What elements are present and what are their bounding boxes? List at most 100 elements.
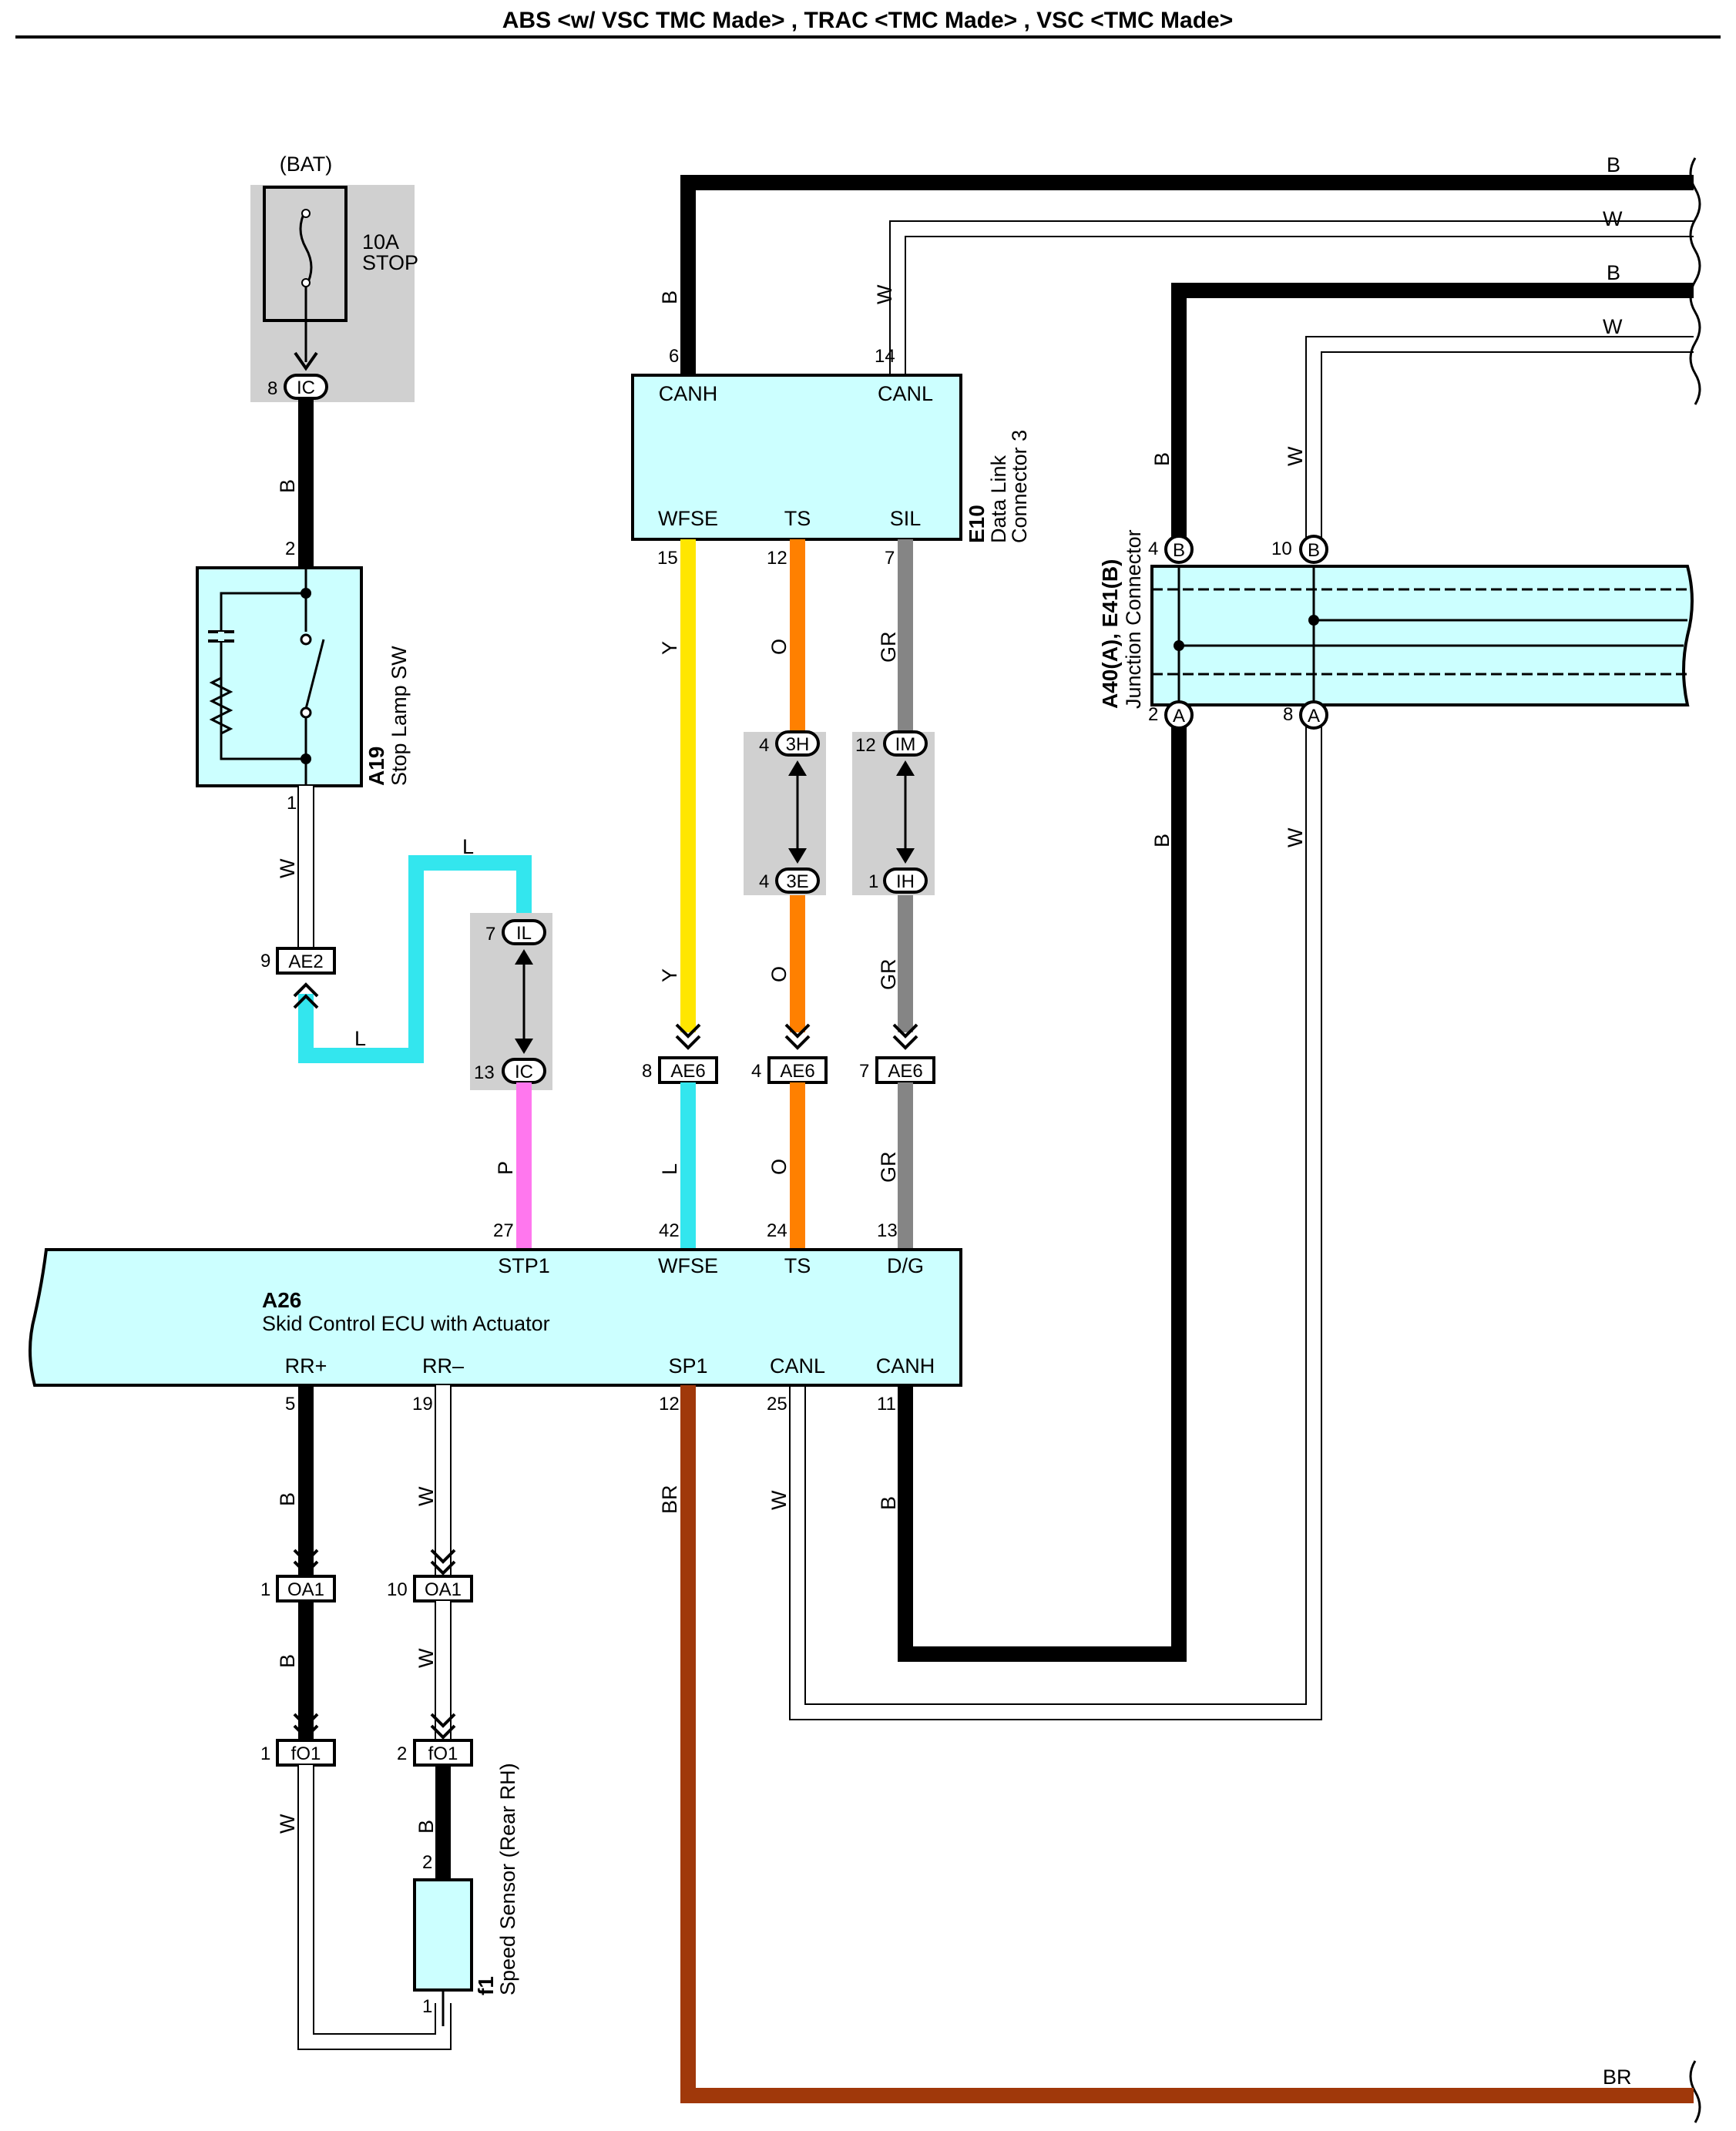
svg-text:A: A <box>1308 706 1320 727</box>
junction-pin-b2: B <box>1299 535 1328 564</box>
svg-text:CANH: CANH <box>659 382 718 405</box>
speed-sensor <box>413 1878 473 1992</box>
pin-number: 1 <box>260 1579 270 1600</box>
wire-label-b: B <box>276 1492 299 1506</box>
wire-label-o: O <box>767 1159 791 1175</box>
pin-number: 7 <box>485 924 495 945</box>
svg-text:A: A <box>1173 706 1185 727</box>
wire-label-b: B <box>1150 452 1174 466</box>
wire-label-y: Y <box>658 968 681 982</box>
wire-label-b: B <box>658 290 681 304</box>
svg-text:RR–: RR– <box>422 1354 464 1378</box>
junction-connector <box>1150 565 1694 706</box>
wire-label-p: P <box>494 1161 517 1175</box>
connector-arrow-icon <box>294 351 318 371</box>
wire-label-b: B <box>1607 261 1620 284</box>
pin-number: 8 <box>267 378 277 399</box>
pin-number: 1 <box>422 1996 432 2017</box>
connector-ae2: AE2 <box>276 947 336 975</box>
connector-oa1-rr-minus: OA1 <box>413 1575 473 1602</box>
wire-label-w: W <box>767 1490 791 1510</box>
stop-lamp-switch <box>196 566 363 787</box>
pin-number: 1 <box>260 1743 270 1764</box>
wire-label-br: BR <box>1603 2066 1632 2089</box>
svg-text:WFSE: WFSE <box>658 507 718 530</box>
pin-number: 7 <box>859 1061 869 1082</box>
pin-number: 2 <box>1148 704 1158 725</box>
wire-label-w: W <box>1603 315 1623 338</box>
pin-number: 6 <box>669 346 679 367</box>
wire-w-canl-dlc-outer <box>889 220 1694 375</box>
skid-control-ecu: STP1 WFSE TS D/G A26 Skid Control ECU wi… <box>29 1248 962 1387</box>
svg-text:IC: IC <box>515 1062 533 1082</box>
pin-number: 24 <box>767 1220 787 1241</box>
connector-arrow-icon <box>293 982 319 1009</box>
connector-im: IM <box>883 730 928 757</box>
stop-lamp-sw-id: A19 <box>364 747 388 786</box>
connector-oa1-rr-plus: OA1 <box>276 1575 336 1602</box>
wire-l-stop-signal <box>298 855 532 1063</box>
pin-number: 12 <box>767 548 787 569</box>
dlc3-id: E10 <box>965 505 989 543</box>
wire-label-y: Y <box>658 641 681 655</box>
pin-number: 13 <box>877 1220 898 1241</box>
svg-text:OA1: OA1 <box>425 1579 462 1600</box>
connector-3e: 3E <box>775 868 820 894</box>
pin-number: 7 <box>885 548 895 569</box>
pin-number: 10 <box>1271 539 1292 559</box>
stop-lamp-sw-name: Stop Lamp SW <box>388 646 411 786</box>
pin-number: 13 <box>474 1062 495 1083</box>
fuse-icon <box>299 209 313 287</box>
connector-ih: IH <box>883 868 928 894</box>
pin-number: 2 <box>285 539 295 559</box>
data-link-connector-3: CANH CANL WFSE TS SIL <box>631 374 962 541</box>
connector-il: IL <box>502 919 546 945</box>
wire-label-l: L <box>354 1027 366 1050</box>
svg-text:RR+: RR+ <box>285 1354 327 1378</box>
page-title: ABS <w/ VSC TMC Made> , TRAC <TMC Made> … <box>502 8 1234 33</box>
svg-text:fO1: fO1 <box>428 1743 458 1764</box>
svg-text:D/G: D/G <box>887 1254 924 1277</box>
pin-number: 8 <box>1283 704 1293 725</box>
svg-text:3E: 3E <box>786 871 808 892</box>
wire-br-sp1 <box>680 1385 1694 2103</box>
junction-pin-a2: A <box>1299 700 1328 730</box>
pin-number: 1 <box>287 793 297 814</box>
svg-text:fO1: fO1 <box>291 1743 321 1764</box>
wire-b-junction <box>1171 283 1694 539</box>
wire-w-junction-outer <box>1305 336 1694 539</box>
pin-number: 4 <box>1148 539 1158 559</box>
wire-label-b: B <box>1150 834 1174 847</box>
connector-arrow-icon <box>293 1713 456 1740</box>
svg-text:OA1: OA1 <box>287 1579 324 1600</box>
connector-ic-lower: IC <box>502 1058 546 1084</box>
junction-name: Junction Connector <box>1122 529 1145 709</box>
wire-label-w: W <box>1284 827 1307 847</box>
resistor-icon <box>209 676 233 735</box>
junction-pin-b1: B <box>1164 535 1194 564</box>
svg-text:Skid Control ECU with Actuator: Skid Control ECU with Actuator <box>262 1312 550 1335</box>
wire-label-o: O <box>767 966 791 982</box>
pin-number: 12 <box>659 1394 680 1415</box>
wire-b-canh-ecu <box>898 715 1187 1662</box>
wire-label-w: W <box>276 1814 299 1834</box>
pin-number: 10 <box>387 1579 408 1600</box>
svg-text:B: B <box>1308 540 1320 561</box>
fuse-rating: 10A <box>362 230 399 253</box>
wire-label-w: W <box>415 1648 438 1668</box>
junction-pin-a1: A <box>1164 700 1194 730</box>
speed-sensor-id: f1 <box>474 1976 498 1995</box>
battery-label: (BAT) <box>280 153 333 176</box>
dlc3-name: Data Link <box>987 455 1010 543</box>
pin-number: 4 <box>751 1061 761 1082</box>
speed-sensor-name: Speed Sensor (Rear RH) <box>496 1763 519 1995</box>
wire-label-w: W <box>873 284 896 304</box>
connector-ae6-ts: AE6 <box>767 1056 828 1084</box>
svg-text:STP1: STP1 <box>498 1254 550 1277</box>
wire-label-b: B <box>877 1496 900 1510</box>
pin-number: 2 <box>422 1852 432 1873</box>
svg-text:A26: A26 <box>262 1288 301 1312</box>
pin-number: 14 <box>875 346 895 367</box>
svg-text:AE6: AE6 <box>780 1061 814 1082</box>
